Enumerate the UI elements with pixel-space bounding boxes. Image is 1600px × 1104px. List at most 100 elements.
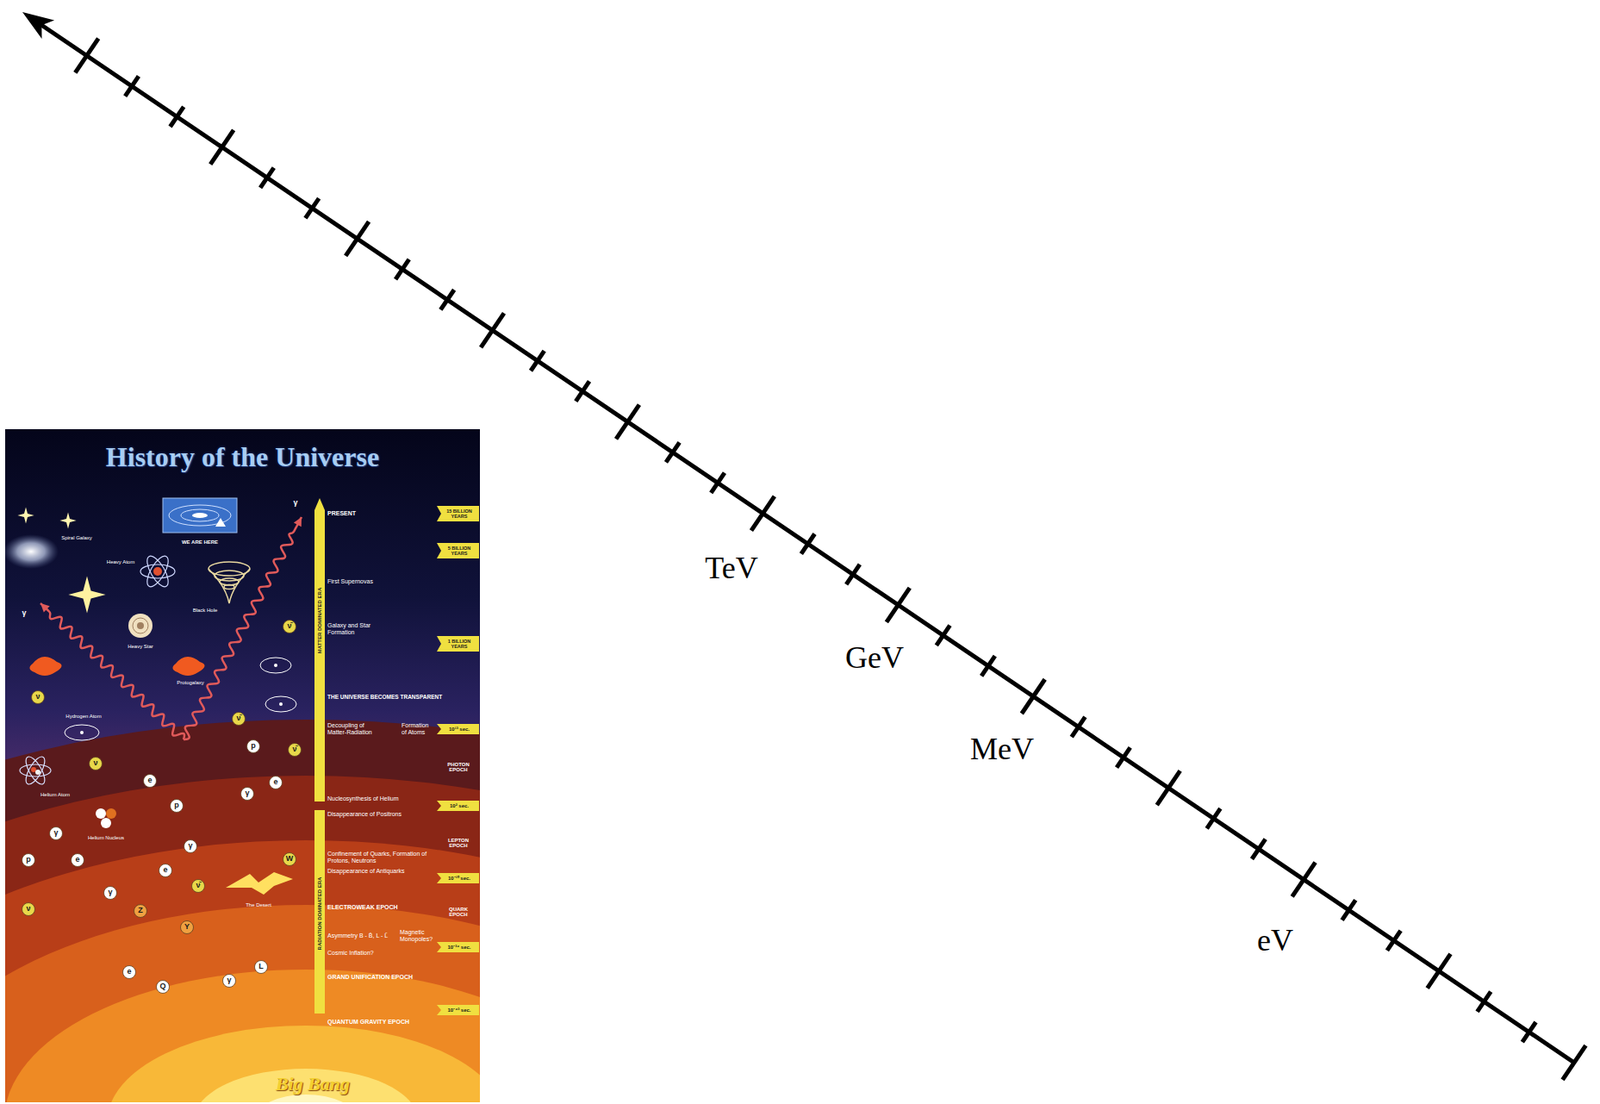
star [68, 575, 106, 613]
particle-symbol: ν̄ [236, 714, 241, 723]
heavy-atom [140, 553, 175, 591]
poster-label: Protogalaxy [176, 679, 205, 686]
particle-ball [288, 743, 302, 757]
particle-symbol: γ [226, 976, 231, 985]
star [59, 511, 76, 529]
poster-label: Disappearance of Positrons [327, 810, 402, 818]
particle-symbol: ν̄ [292, 745, 297, 754]
black-hole [208, 561, 250, 604]
particle-markers [22, 505, 480, 1015]
minor-tick [1116, 747, 1131, 767]
poster-label: Big Bang [275, 1073, 350, 1095]
atom-nucleus [80, 730, 84, 735]
time-tag-label: 5 BILLION YEARS [442, 546, 477, 556]
poster-label: PRESENT [327, 510, 356, 517]
time-tag [436, 941, 480, 953]
particle-symbol: ν [93, 759, 98, 768]
here-marker [215, 517, 226, 527]
poster-illustration [5, 429, 480, 1102]
time-tag-label: 10⁻³⁴ sec. [448, 944, 472, 951]
particle-ball [170, 799, 184, 813]
minor-tick [1342, 899, 1357, 920]
particle-symbol: p [250, 741, 256, 751]
particle-ball [283, 852, 297, 866]
time-tag-label: 10⁻⁴³ sec. [448, 1007, 472, 1014]
drawing-part [224, 585, 235, 590]
galaxy-panel [162, 498, 237, 533]
poster-label: LEPTON EPOCH [441, 837, 476, 848]
time-tag [436, 1004, 480, 1015]
minor-tick [395, 259, 410, 280]
particle-symbol: γ [244, 789, 250, 798]
poster-label: Heavy Atom [106, 559, 135, 566]
poster-label: First Supernovas [327, 578, 374, 586]
drawing-part [140, 564, 175, 579]
epoch-band [107, 1025, 480, 1102]
minor-tick [1251, 839, 1266, 860]
particle-symbol: ν̄ [286, 622, 292, 631]
drawing-part [214, 570, 244, 581]
poster-panel: History of the Universe [5, 429, 480, 1102]
poster-label: Black Hole [192, 607, 218, 614]
particle-ball [143, 774, 157, 788]
drawing-part [208, 561, 250, 576]
drawing-part [19, 764, 51, 777]
poster-label: Helium Atom [40, 791, 70, 798]
energy-axis [22, 12, 1586, 1080]
minor-tick [1071, 716, 1086, 737]
energy-label: eV [1257, 923, 1294, 959]
minor-tick [575, 380, 590, 401]
epoch-band [193, 1068, 418, 1102]
particle-symbol: γ [187, 841, 193, 851]
desert-lightning [225, 871, 293, 895]
particle-ball [156, 980, 170, 994]
protogalaxy [172, 656, 205, 676]
time-tag [436, 505, 480, 522]
epoch-band [5, 775, 480, 1102]
particle-symbol: ν [35, 692, 40, 702]
major-tick [1562, 1045, 1587, 1080]
particle-ball [159, 864, 173, 878]
particle-ball [184, 840, 198, 853]
particle-symbol: W [286, 854, 294, 864]
poster-label: Asymmetry B - B̄, L - L̄ [327, 932, 388, 940]
nucleus [153, 566, 162, 576]
poster-label: γ [292, 498, 298, 508]
drawing-part [208, 568, 250, 604]
particle-ball [255, 960, 268, 974]
minor-tick [1207, 808, 1221, 829]
particle-ball [89, 757, 103, 771]
particle-symbol: e [147, 776, 152, 785]
particle-symbol: p [174, 801, 180, 810]
epoch-band [5, 904, 480, 1102]
era-label: MATTER DOMINATED ERA [317, 587, 324, 654]
particle-ball [283, 620, 297, 634]
time-bar [314, 498, 325, 802]
particle-symbol: e [126, 967, 131, 977]
star [17, 506, 34, 523]
particle-symbol: Y [184, 922, 190, 932]
photon-path [40, 603, 185, 740]
major-tick [1157, 770, 1181, 805]
time-tag [436, 542, 480, 559]
axis-line [39, 23, 1575, 1063]
epoch-band [5, 969, 480, 1102]
time-tag-label: 10¹³ sec. [448, 726, 470, 733]
major-tick [1427, 953, 1451, 989]
major-tick [886, 587, 910, 623]
heavy-star-core [136, 622, 144, 629]
particle-symbol: ν̄ [195, 881, 200, 891]
particle-ball [247, 740, 261, 754]
nucleon [95, 808, 106, 819]
particle-ball [22, 902, 36, 916]
major-tick [616, 404, 640, 440]
particle-ball [241, 787, 255, 801]
time-tag [436, 635, 480, 652]
poster-label: Heavy Star [127, 643, 154, 650]
minor-tick [801, 533, 816, 554]
nucleon [35, 769, 41, 775]
poster-label: Formation of Atoms [401, 722, 435, 735]
spiral-galaxy [5, 534, 59, 569]
major-tick [210, 130, 234, 165]
